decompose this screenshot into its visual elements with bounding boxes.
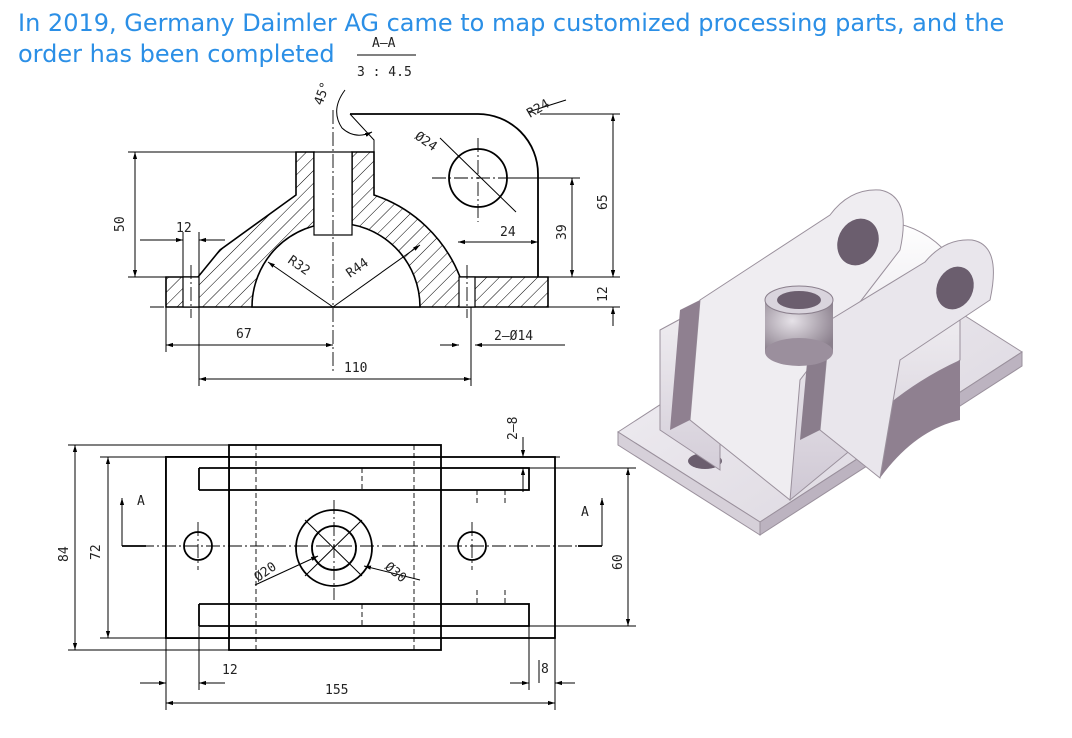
lug-inner [349, 113, 375, 195]
plan-lug-bottom [198, 603, 530, 627]
plan-lug-top [198, 467, 530, 491]
section-mark-right: A [581, 505, 589, 520]
dim-72: 72 [89, 544, 104, 560]
caption-title: In 2019, Germany Daimler AG came to map … [18, 9, 1005, 68]
section-angle: 45° [312, 80, 334, 107]
section-mark-left: A [137, 494, 145, 509]
dim-2-8: 2–8 [506, 417, 521, 440]
model-lug-front-hole [837, 218, 879, 266]
dim-12-bottom: 12 [222, 663, 238, 678]
dim-39: 39 [555, 224, 570, 240]
dim-dia30: Ø30 [381, 560, 409, 587]
dim-50: 50 [113, 216, 128, 232]
dim-155: 155 [325, 683, 348, 698]
dim-84: 84 [57, 546, 72, 562]
lug-outline [350, 113, 539, 277]
dim-65: 65 [596, 194, 611, 210]
plan-boss-block [228, 444, 442, 651]
section-scale: 3 : 4.5 [357, 65, 412, 80]
dim-24: 24 [500, 225, 516, 240]
dim-60: 60 [611, 554, 626, 570]
plan-view: A A Ø20 Ø30 84 72 2–8 60 12 [57, 417, 636, 710]
dim-12-right: 12 [596, 286, 611, 302]
isometric-model [617, 189, 1023, 536]
dim-r24: R24 [525, 97, 553, 122]
dim-holes: 2–Ø14 [494, 329, 533, 344]
dim-67: 67 [236, 327, 252, 342]
model-lug-rear-hole [936, 266, 974, 310]
model-boss-bore [777, 291, 821, 309]
dim-12-top: 12 [176, 221, 192, 236]
dim-8: 8 [541, 662, 549, 677]
model-boss-bottom [765, 338, 833, 366]
plan-left-ear [165, 456, 230, 639]
model-lug-front-side [670, 300, 700, 430]
dim-dia24: Ø24 [412, 129, 440, 155]
dim-110: 110 [344, 361, 367, 376]
section-label: A–A [372, 36, 396, 51]
section-view: 50 12 R32 R44 Ø24 R24 65 39 24 12 6 [113, 36, 620, 386]
